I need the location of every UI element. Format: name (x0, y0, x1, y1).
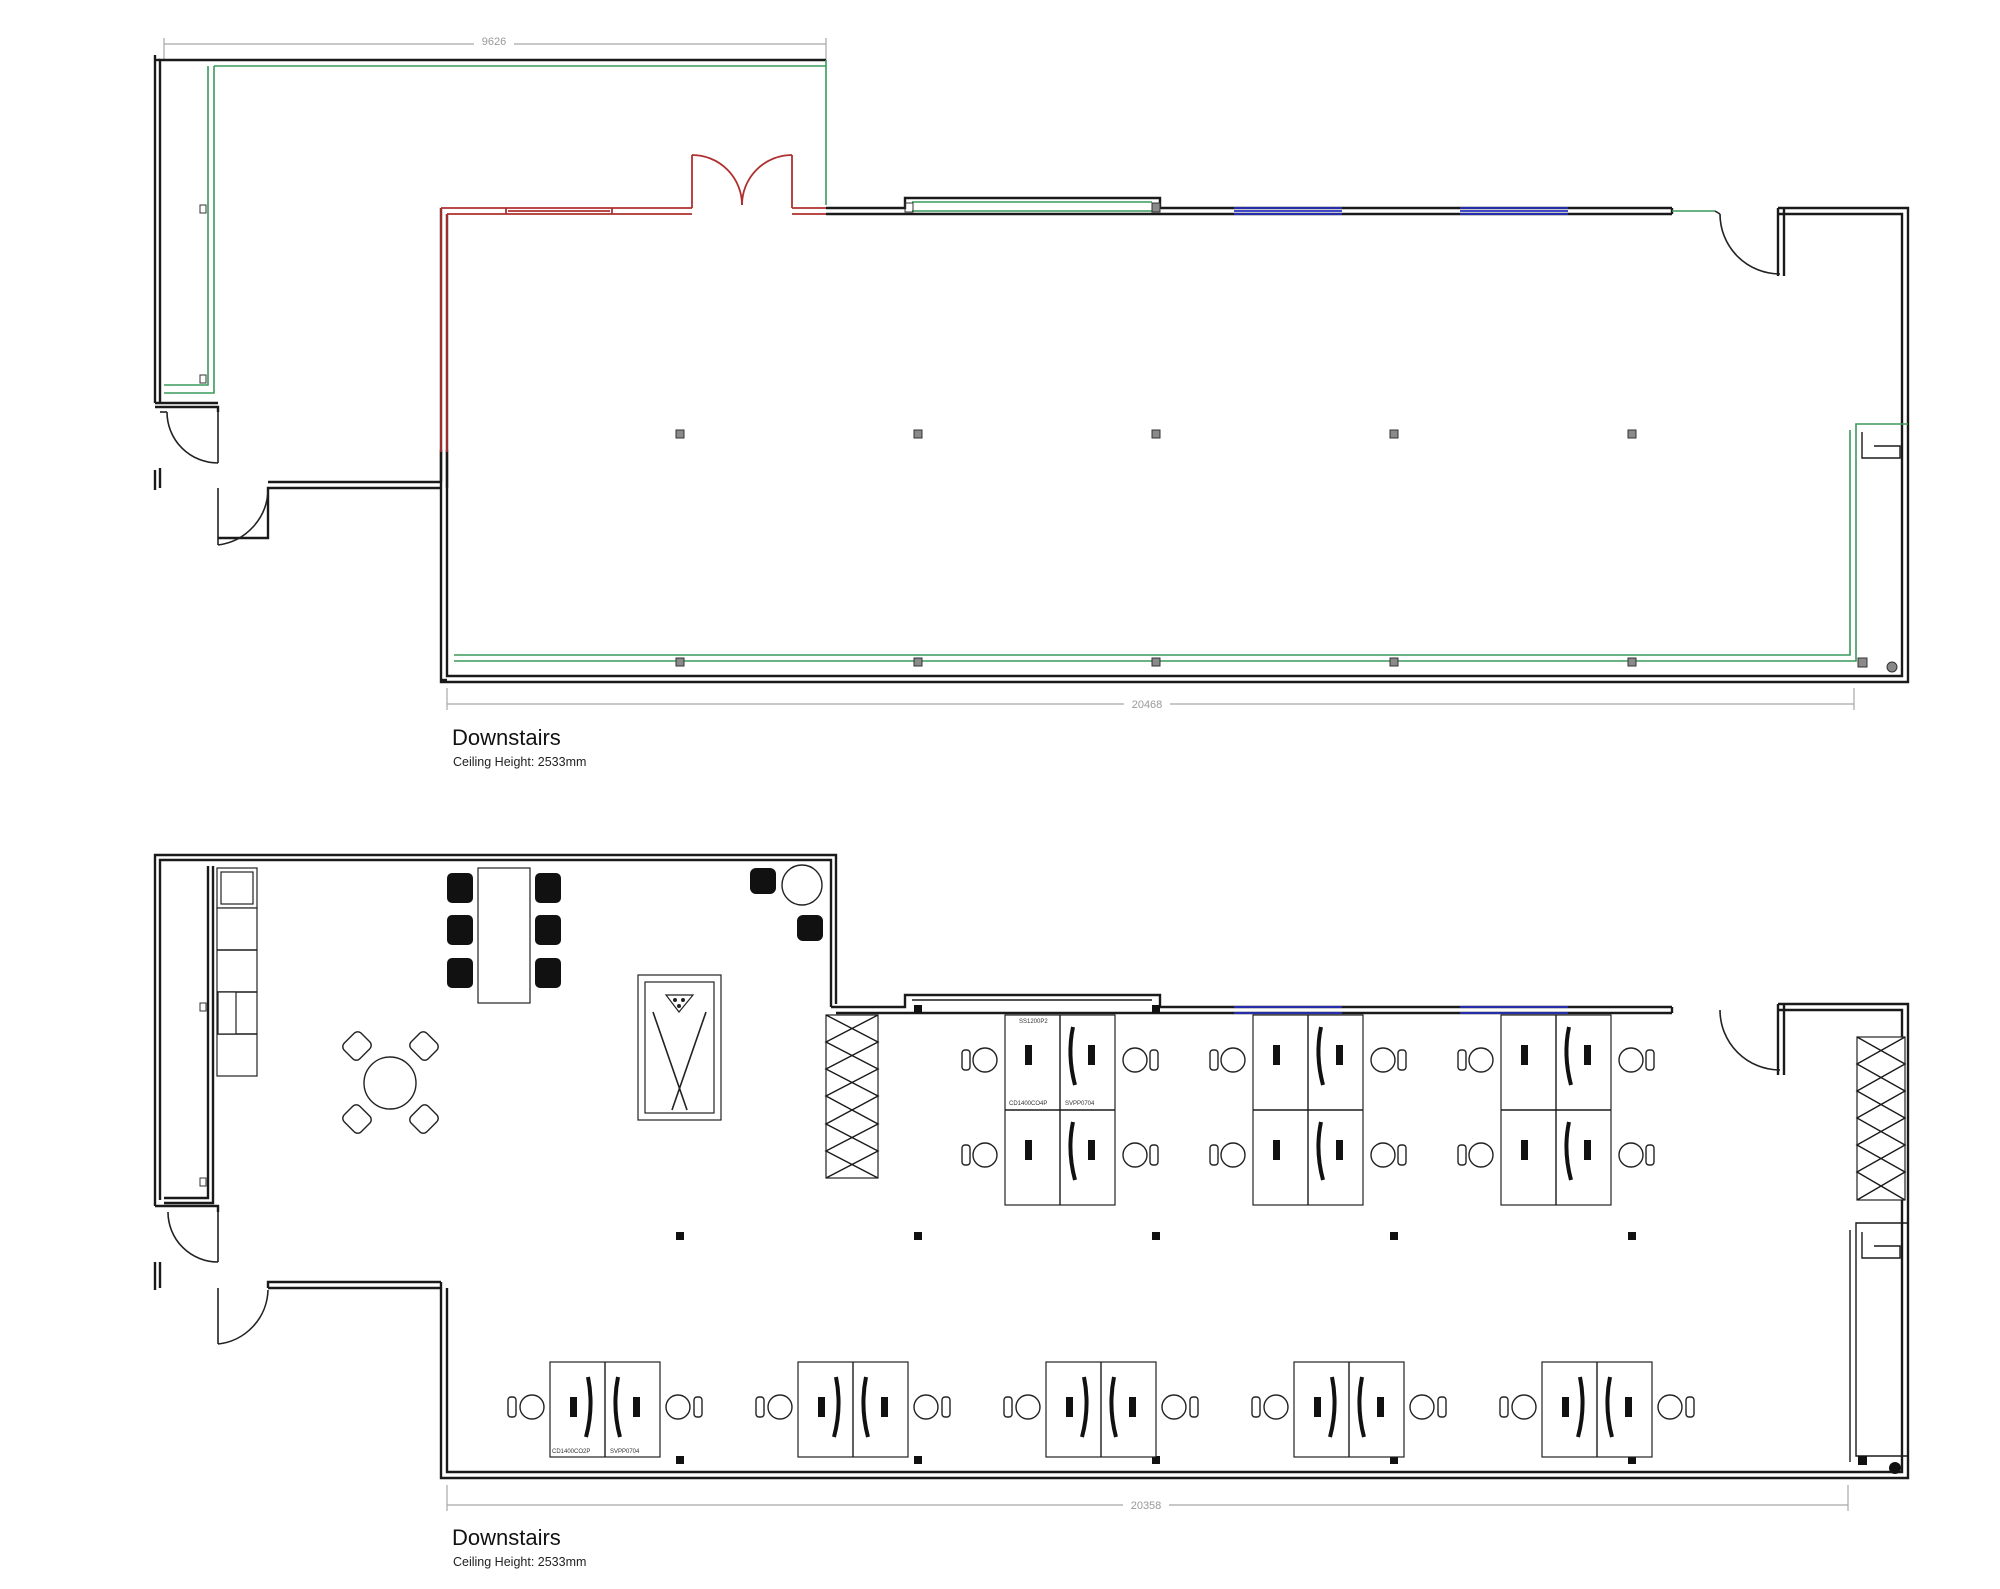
bench-chair (447, 915, 473, 945)
double-door-top (691, 154, 793, 208)
round-chair (409, 1031, 439, 1061)
desk-pair (1251, 1361, 1447, 1458)
desk-chair (1370, 1047, 1407, 1073)
bottom-dimension-label-top: 20468 (1132, 699, 1163, 711)
main-room-walls (439, 196, 1910, 684)
bench-chair (535, 915, 561, 945)
desk-cluster: CD1400CO4P SVPP0704 SS1200P2 (1004, 1014, 1116, 1206)
bench-chair (535, 958, 561, 988)
cluster-code-2: SVPP0704 (1065, 1101, 1095, 1107)
round-chair (342, 1104, 372, 1134)
desk-pair: CD1400CO2P SVPP0704 (507, 1361, 703, 1458)
top-columns (675, 429, 1637, 667)
bottom-dimension-length: 20358 (446, 1485, 1849, 1512)
desk-pair (1499, 1361, 1695, 1458)
desk-cluster (1500, 1014, 1612, 1206)
desk-chair (961, 1047, 998, 1073)
bottom-floor-plan: CD1400CO4P SVPP0704 SS1200P2 (153, 853, 1910, 1569)
desk-chair (1618, 1142, 1655, 1168)
desk-pair (755, 1361, 951, 1458)
desk-pair (1003, 1361, 1199, 1458)
bottom-plan-title: Downstairs (452, 1525, 561, 1550)
desk-pairs-bottom: CD1400CO2P SVPP0704 (507, 1361, 1695, 1458)
desk-chair (1457, 1142, 1494, 1168)
pool-table (637, 974, 722, 1121)
kitchen-counter (216, 867, 258, 1077)
bench-chair (447, 958, 473, 988)
bench-chair (535, 873, 561, 903)
top-dimension-label: 9626 (482, 36, 506, 48)
desk-cluster (1252, 1014, 1364, 1206)
bottom-dimension-label: 20358 (1131, 1500, 1162, 1512)
top-floor-plan: 9626 (153, 34, 1910, 769)
bottom-ceiling-height: Ceiling Height: 2533mm (453, 1555, 586, 1569)
desk-clusters-top: CD1400CO4P SVPP0704 SS1200P2 (961, 1014, 1655, 1206)
desk-chair (1122, 1047, 1159, 1073)
storage-unit-right (1855, 1036, 1907, 1201)
desk-chair (1370, 1142, 1407, 1168)
desk-chair (1209, 1047, 1246, 1073)
round-chair (342, 1031, 372, 1061)
left-wing-doors (160, 411, 269, 546)
desk-chair (1618, 1047, 1655, 1073)
top-ceiling-height: Ceiling Height: 2533mm (453, 755, 586, 769)
bottom-main-room-walls (439, 993, 1910, 1480)
storage-unit-left (824, 1014, 880, 1179)
left-wing-walls (153, 55, 827, 540)
bottom-left-wing-walls (153, 853, 838, 1345)
desk-chair (1209, 1142, 1246, 1168)
pair-code: CD1400CO2P (552, 1449, 590, 1455)
bench-table (447, 867, 561, 1004)
screen-code: SS1200P2 (1019, 1019, 1048, 1025)
desk-chair (1122, 1142, 1159, 1168)
cluster-code: CD1400CO4P (1009, 1101, 1047, 1107)
round-chair (409, 1104, 439, 1134)
top-dimension-length: 20468 (446, 688, 1855, 711)
top-plan-title: Downstairs (452, 725, 561, 750)
pair-code-2: SVPP0704 (610, 1449, 640, 1455)
desk-chair (1457, 1047, 1494, 1073)
bottom-columns (676, 1232, 1636, 1464)
top-dimension-width: 9626 (163, 34, 827, 60)
desk-chair (961, 1142, 998, 1168)
round-table (342, 1031, 439, 1134)
bench-chair (447, 873, 473, 903)
corner-lounge (750, 864, 823, 941)
